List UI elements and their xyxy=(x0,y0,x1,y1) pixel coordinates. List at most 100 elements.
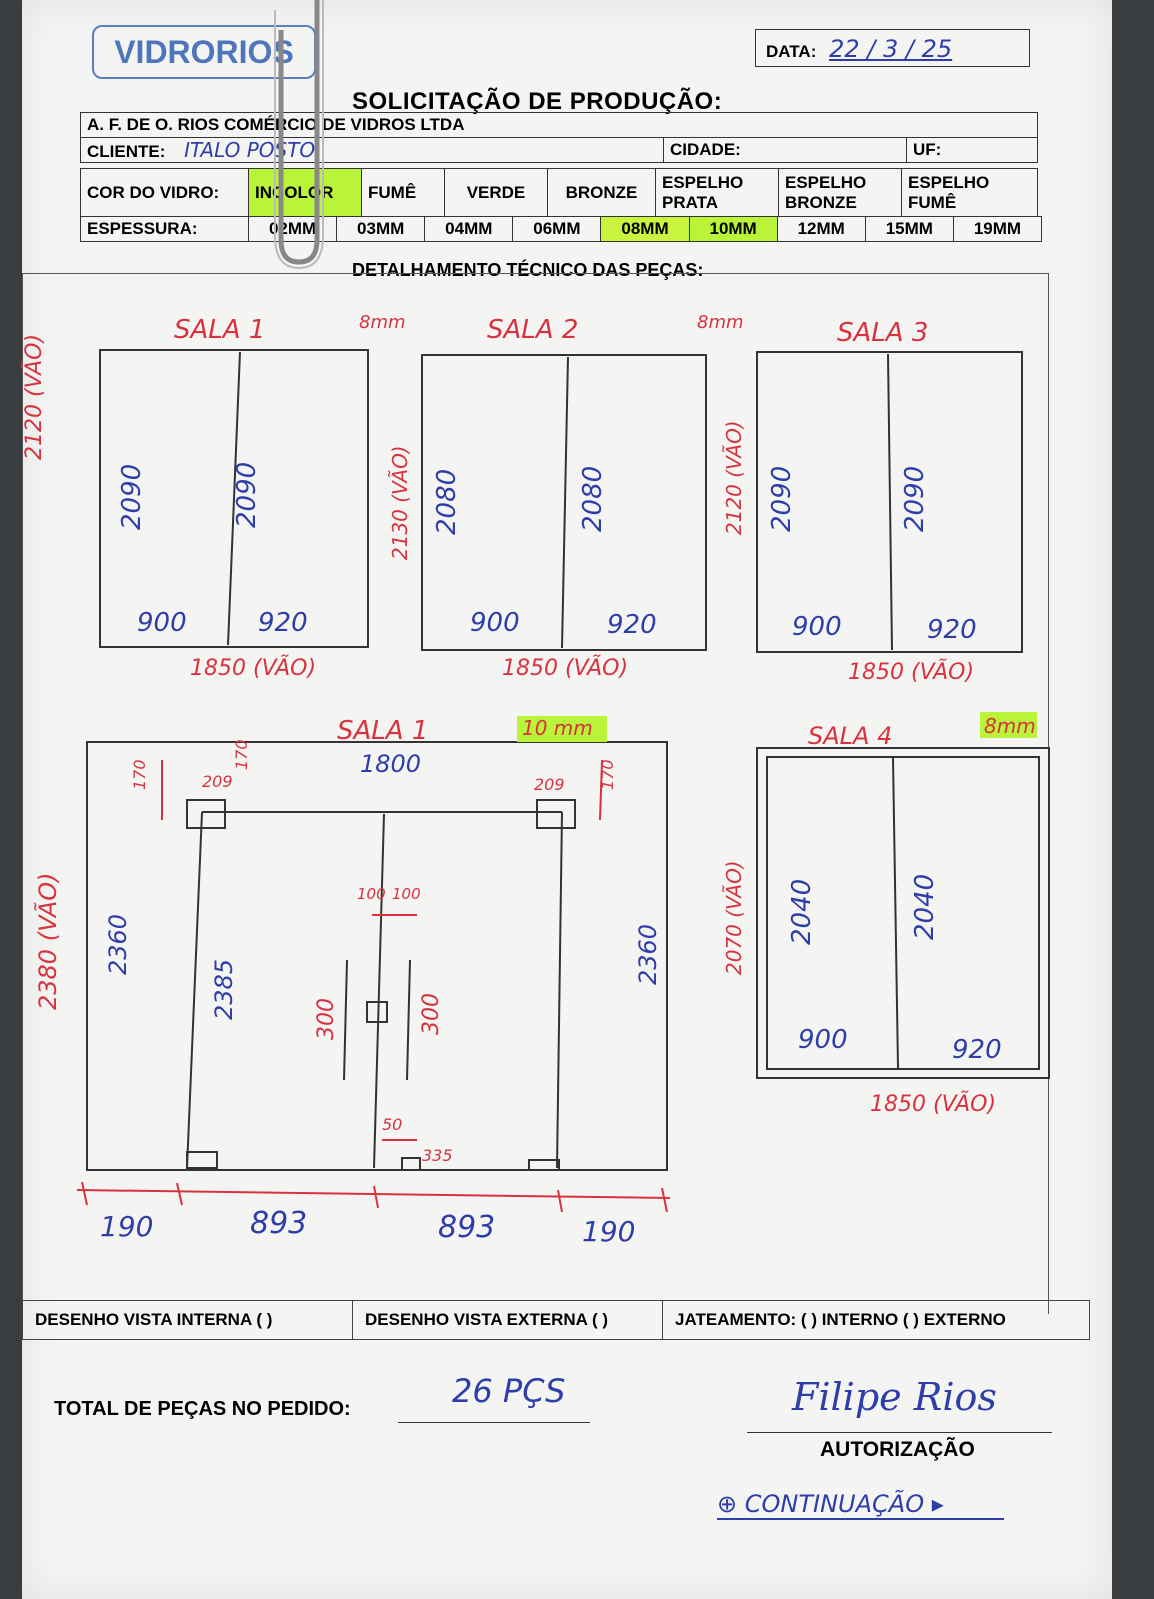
sala1-door-top-right-1: 209 xyxy=(534,775,565,794)
sala2-w-right: 920 xyxy=(607,610,657,640)
sala1-door-w3: 893 xyxy=(438,1210,496,1245)
sala1-top-w-left: 900 xyxy=(137,608,187,638)
thickness-06mm[interactable]: 06MM xyxy=(512,216,602,242)
total-value: 26 PÇS xyxy=(452,1372,566,1410)
form-title: SOLICITAÇÃO DE PRODUÇÃO: xyxy=(352,88,723,115)
signature: Filipe Rios xyxy=(792,1375,997,1419)
sala4-total-width: 1850 (VÃO) xyxy=(870,1092,997,1117)
sala1-door-h-side-left: 2360 xyxy=(104,913,132,975)
date-value: 22 / 3 / 25 xyxy=(829,35,953,63)
sala1-top-h-right: 2090 xyxy=(232,461,262,528)
sala3-name: SALA 3 xyxy=(837,318,929,348)
client-value: ITALO POSTO xyxy=(184,138,316,162)
sala1-top-total-width: 1850 (VÃO) xyxy=(190,656,317,681)
sala1-door-handle-left-gap: 100 xyxy=(357,885,386,903)
color-option-espelho-bronze[interactable]: ESPELHO BRONZE xyxy=(778,168,902,217)
thickness-04mm[interactable]: 04MM xyxy=(424,216,514,242)
sala1-door-top-right-2: 170 xyxy=(598,759,617,790)
city-cell: CIDADE: xyxy=(663,137,907,163)
sala4-w-left: 900 xyxy=(798,1025,848,1055)
color-label: COR DO VIDRO: xyxy=(80,168,249,217)
sala1-top-thickness: 8mm xyxy=(359,312,406,333)
sala1-door-bottom-gap: 50 xyxy=(382,1115,403,1134)
uf-cell: UF: xyxy=(906,137,1038,163)
sala4-h-right: 2040 xyxy=(910,873,940,940)
total-line xyxy=(398,1422,590,1423)
sala2-h-left: 2080 xyxy=(432,468,462,535)
view-options-table: DESENHO VISTA INTERNA ( ) DESENHO VISTA … xyxy=(22,1300,1090,1340)
option-external-view[interactable]: DESENHO VISTA EXTERNA ( ) xyxy=(352,1300,663,1340)
client-label: CLIENTE: xyxy=(87,142,166,161)
continuation-marker-icon: ⊕ xyxy=(717,1490,745,1518)
sala1-door-handle-left: 300 xyxy=(314,998,339,1040)
authorization-label: AUTORIZAÇÃO xyxy=(820,1438,975,1461)
sala1-door-top-left-1: 170 xyxy=(130,759,149,790)
form-sheet: VIDRORIOS DATA: 22 / 3 / 25 SOLICITAÇÃO … xyxy=(22,0,1112,1599)
client-table: A. F. DE O. RIOS COMÉRCIO DE VIDROS LTDA… xyxy=(80,112,1038,163)
sala4-thickness: 8mm xyxy=(984,714,1036,738)
sala3-w-left: 900 xyxy=(792,612,842,642)
option-blasting[interactable]: JATEAMENTO: ( ) INTERNO ( ) EXTERNO xyxy=(662,1300,1090,1340)
sala1-door-w2: 893 xyxy=(250,1206,308,1241)
sketch-drawing xyxy=(76,349,1050,1213)
thickness-12mm[interactable]: 12MM xyxy=(776,216,866,242)
sala1-door-top-left-2: 209 xyxy=(202,772,233,791)
sala4-h-left: 2040 xyxy=(787,878,817,945)
sala1-top-w-right: 920 xyxy=(258,608,308,638)
client-cell: CLIENTE: ITALO POSTO xyxy=(80,137,664,163)
authorization-line xyxy=(747,1432,1052,1433)
sala2-total-width: 1850 (VÃO) xyxy=(502,656,629,681)
sala2-total-height: 2130 (VÃO) xyxy=(388,445,412,560)
sala1-door-bottom-pivot: 335 xyxy=(422,1146,453,1165)
color-option-espelho-fume[interactable]: ESPELHO FUMÊ xyxy=(901,168,1038,217)
sala1-door-w4: 190 xyxy=(582,1215,636,1248)
thickness-15mm[interactable]: 15MM xyxy=(864,216,954,242)
sala1-door-name: SALA 1 xyxy=(337,716,429,746)
color-option-espelho-prata[interactable]: ESPELHO PRATA xyxy=(655,168,779,217)
thickness-10mm[interactable]: 10MM xyxy=(688,216,778,242)
company-logo: VIDRORIOS xyxy=(92,25,316,79)
sala1-door-handle-right-gap: 100 xyxy=(392,885,421,903)
arrow-right-icon: ▸ xyxy=(924,1490,944,1518)
sala3-w-right: 920 xyxy=(927,615,977,645)
sala4-total-height: 2070 (VÃO) xyxy=(722,860,746,975)
sala2-h-right: 2080 xyxy=(578,465,608,532)
color-option-verde[interactable]: VERDE xyxy=(444,168,548,217)
sala2-thickness: 8mm xyxy=(697,312,744,333)
date-field: DATA: 22 / 3 / 25 xyxy=(755,29,1030,67)
sala2-w-left: 900 xyxy=(470,608,520,638)
sala3-total-height: 2120 (VÃO) xyxy=(722,420,746,535)
sala4-w-right: 920 xyxy=(952,1035,1002,1065)
thickness-19mm[interactable]: 19MM xyxy=(952,216,1043,242)
paper-clip-icon xyxy=(274,0,324,270)
color-option-incolor[interactable]: INCOLOR xyxy=(248,168,362,217)
option-internal-view[interactable]: DESENHO VISTA INTERNA ( ) xyxy=(22,1300,353,1340)
sala1-door-handle-right: 300 xyxy=(419,993,444,1035)
thickness-03mm[interactable]: 03MM xyxy=(336,216,426,242)
sala1-door-h-door: 2385 xyxy=(210,958,238,1020)
sala4-name: SALA 4 xyxy=(808,722,893,750)
thickness-table: ESPESSURA: 02MM 03MM 04MM 06MM 08MM 10MM… xyxy=(80,216,1043,242)
sala3-h-right: 2090 xyxy=(900,465,930,532)
continuation-note: ⊕ CONTINUAÇÃO ▸ xyxy=(717,1490,1004,1520)
sala1-door-thickness: 10 mm xyxy=(522,716,593,740)
sala1-door-h-side-right: 2360 xyxy=(634,923,662,985)
sala1-door-top-left-3: 170 xyxy=(232,739,251,770)
color-table: COR DO VIDRO: INCOLOR FUMÊ VERDE BRONZE … xyxy=(80,168,1038,217)
sala1-top-name: SALA 1 xyxy=(174,315,266,345)
total-label: TOTAL DE PEÇAS NO PEDIDO: xyxy=(54,1398,351,1420)
color-option-fume[interactable]: FUMÊ xyxy=(361,168,445,217)
sala3-total-width: 1850 (VÃO) xyxy=(848,660,975,685)
thickness-label: ESPESSURA: xyxy=(80,216,249,242)
sala1-top-h-left: 2090 xyxy=(117,463,147,530)
detail-title: DETALHAMENTO TÉCNICO DAS PEÇAS: xyxy=(352,260,704,280)
sala1-door-w1: 190 xyxy=(100,1210,154,1243)
sala3-h-left: 2090 xyxy=(767,465,797,532)
date-label: DATA: xyxy=(766,42,817,61)
sala2-name: SALA 2 xyxy=(487,315,579,345)
sala1-door-top-width: 1800 xyxy=(360,750,422,778)
company-name: A. F. DE O. RIOS COMÉRCIO DE VIDROS LTDA xyxy=(80,112,1038,138)
sala1-door-total-height: 2380 (VÃO) xyxy=(34,872,62,1010)
sala1-top-total-height: 2120 (VÃO) xyxy=(22,333,47,460)
thickness-08mm[interactable]: 08MM xyxy=(600,216,690,242)
